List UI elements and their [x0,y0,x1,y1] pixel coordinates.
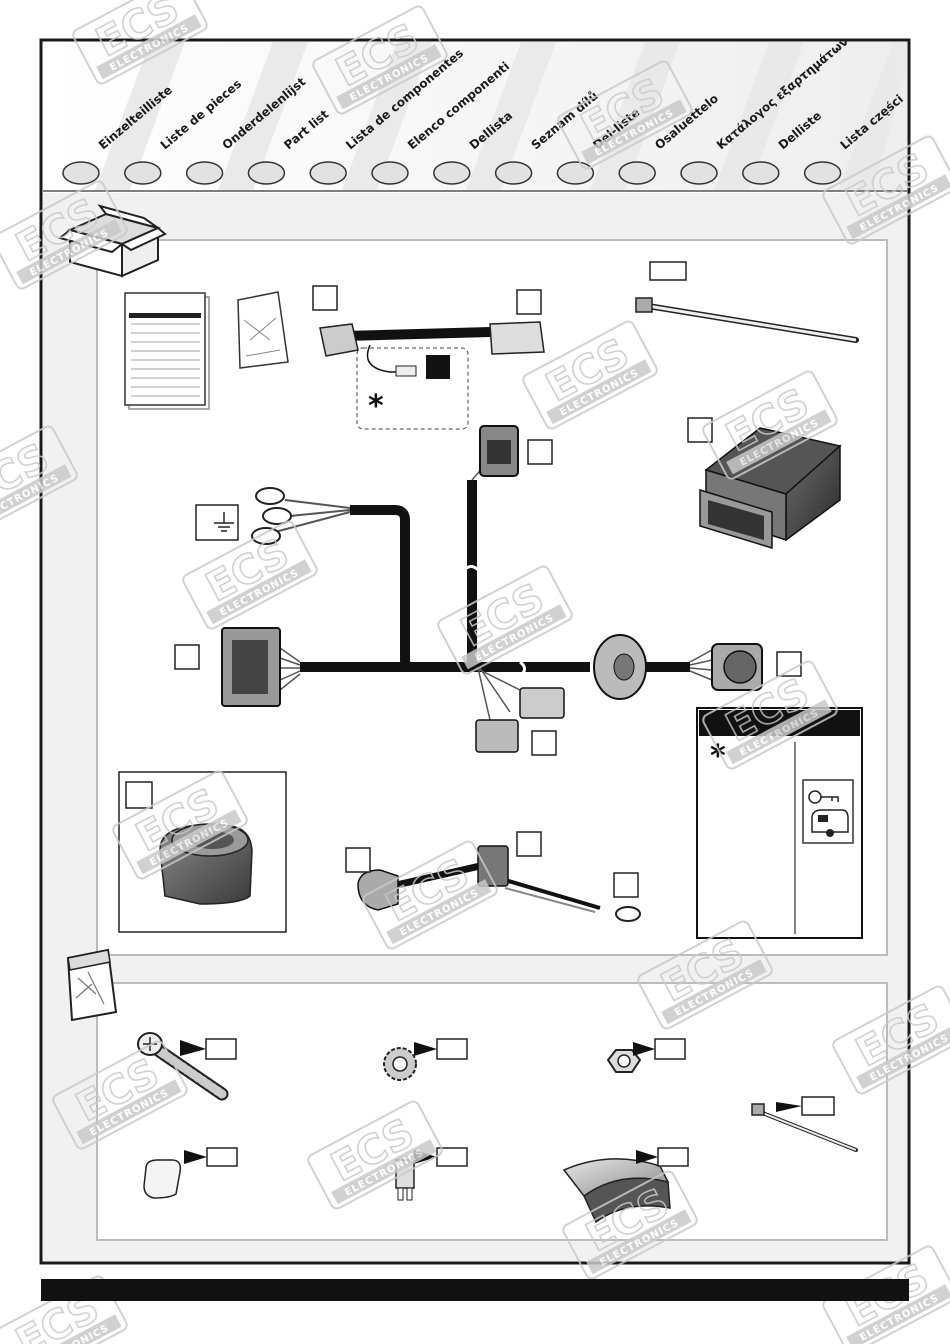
language-checkbox[interactable] [803,161,842,185]
language-checkbox[interactable] [742,161,780,185]
callout-box [527,439,553,465]
language-checkbox[interactable] [680,161,718,185]
callout-box [206,1147,238,1167]
main-wiring-harness [221,425,763,753]
ground-icon [195,504,239,541]
language-checkbox[interactable] [433,161,471,185]
language-checkbox[interactable] [494,161,533,185]
language-checkbox[interactable] [185,161,224,185]
callout-box [125,781,153,809]
language-header [43,42,907,192]
callout-box [205,1038,237,1060]
callout-box [649,261,687,281]
callout-box [174,644,200,670]
legend-marker: * [710,739,726,774]
callout-box [801,1096,835,1116]
hex-nut [606,1049,642,1073]
callout-box [436,1038,468,1060]
callout-box [312,285,338,311]
fasteners-panel [96,982,888,1241]
language-checkbox[interactable] [124,161,162,185]
callout-box [516,289,542,315]
callout-box [654,1038,686,1060]
small-cable-tie [751,1103,858,1152]
callout-box [776,651,802,677]
control-module [699,427,842,550]
footer-band [41,1279,909,1301]
callout-box [345,847,371,873]
adhesive-tape [562,1158,671,1224]
language-checkbox[interactable] [62,161,100,185]
legend-box [696,707,863,939]
language-checkbox[interactable] [371,161,409,185]
language-checkbox[interactable] [618,161,656,185]
instruction-leaflet [124,292,210,410]
bag-icon [66,948,118,1022]
lock-washer [383,1047,417,1081]
extension-cable [357,845,641,922]
key-icon [808,790,839,804]
callout-box [516,831,542,857]
callout-box [531,730,557,756]
callout-box [657,1147,689,1167]
language-checkbox[interactable] [309,161,347,185]
optional-marker: * [368,389,384,424]
callout-box [613,872,639,898]
cable-tie [635,297,859,343]
accessory-bag [237,291,289,369]
language-checkbox[interactable] [556,161,595,185]
caravan-icon [811,809,849,837]
end-cap [143,1159,182,1199]
adapter-cable [319,321,545,430]
callout-box [687,417,713,443]
language-checkbox[interactable] [247,161,286,185]
